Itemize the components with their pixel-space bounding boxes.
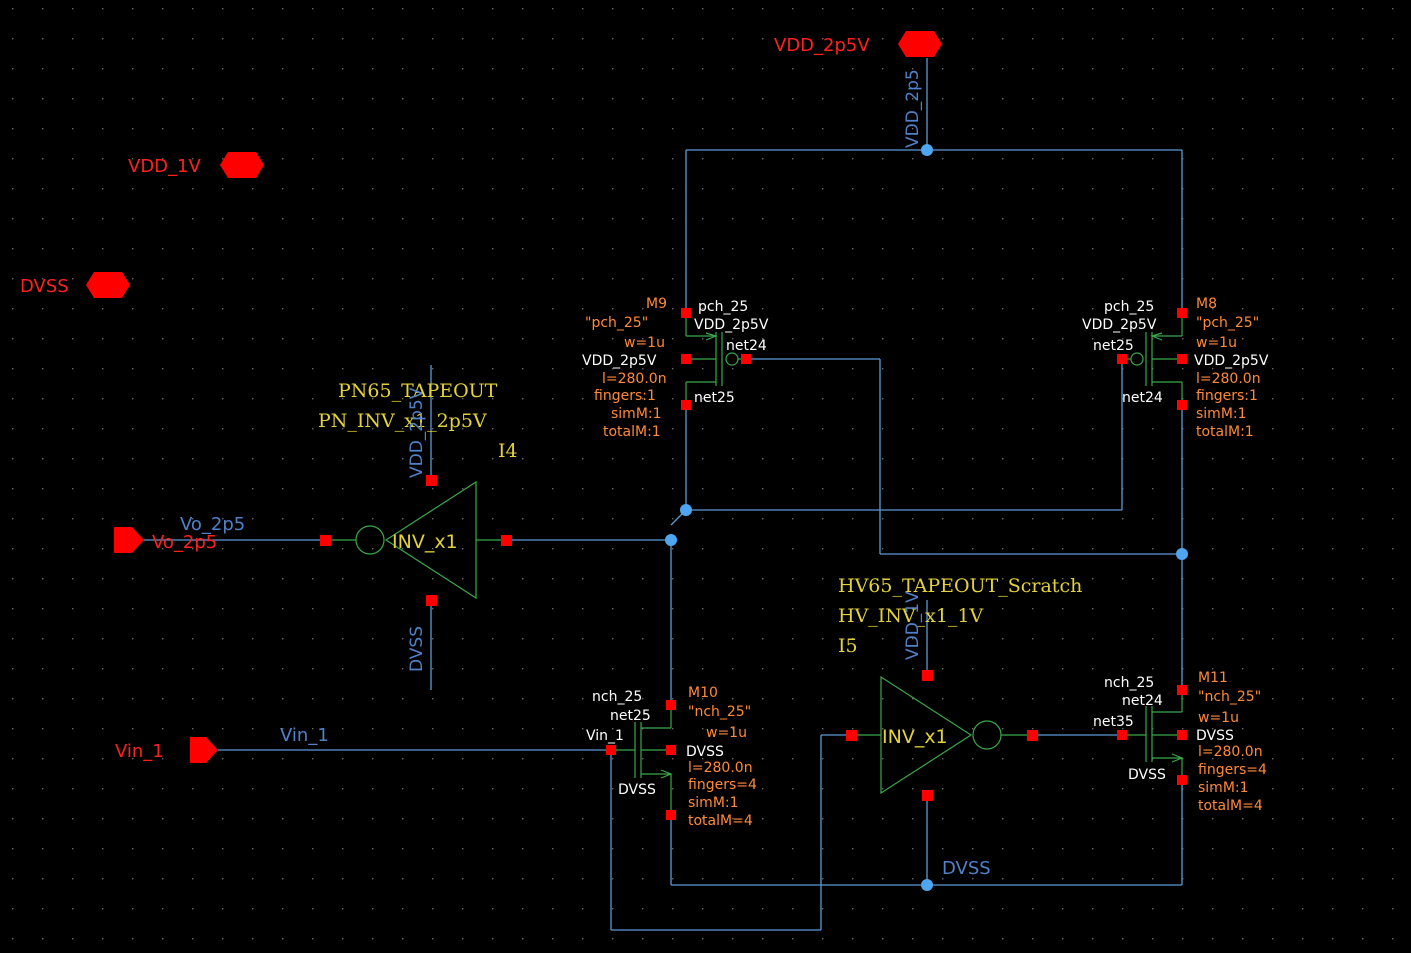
i4-instance: I4 (498, 440, 518, 462)
inverter-I4-labels: PN65_TAPEOUT PN_INV_x1_2p5V I4 INV_x1 VD… (318, 380, 518, 672)
i4-symbol-label: INV_x1 (392, 531, 458, 553)
pin-label-vdd-1v: VDD_1V (128, 156, 201, 177)
pin-vdd-1v[interactable]: VDD_1V (128, 152, 264, 178)
m10-model: "nch_25" (688, 704, 751, 720)
wire-label-vo-2p5: Vo_2p5 (180, 514, 245, 535)
transistor-M11-labels: M11 "nch_25" w=1u l=280.0n fingers=4 sim… (1093, 670, 1267, 814)
m9-l: l=280.0n (602, 371, 667, 387)
m8-model: "pch_25" (1196, 315, 1259, 331)
m10-gate-net: Vin_1 (586, 728, 624, 744)
m8-drain-net: net24 (1122, 390, 1163, 406)
junction-dots (665, 144, 1188, 891)
pin-squares (320, 308, 1187, 820)
m10-l: l=280.0n (688, 760, 753, 776)
m11-l: l=280.0n (1198, 744, 1263, 760)
m9-source: VDD_2p5V (582, 353, 657, 369)
wire-label-vin-1: Vin_1 (280, 725, 329, 746)
m10-source: DVSS (686, 744, 724, 760)
i4-library: PN65_TAPEOUT (338, 380, 498, 402)
m8-source: VDD_2p5V (1194, 353, 1269, 369)
pin-label-vin-1: Vin_1 (115, 741, 164, 762)
m9-simm: simM:1 (611, 406, 662, 422)
pin-dvss[interactable]: DVSS (20, 272, 130, 298)
inverter-I5-symbol[interactable] (851, 675, 1032, 795)
m8-name: M8 (1196, 296, 1217, 312)
m9-fingers: fingers:1 (594, 388, 656, 404)
m11-name: M11 (1198, 670, 1228, 686)
m9-totalm: totalM:1 (603, 424, 661, 440)
m11-bulk: DVSS (1128, 767, 1166, 783)
background-grid (12, 8, 1394, 940)
m8-type: pch_25 (1104, 299, 1154, 315)
i5-instance: I5 (838, 635, 858, 657)
m11-totalm: totalM=4 (1198, 798, 1263, 814)
m8-w: w=1u (1196, 335, 1237, 351)
transistor-M9-labels: M9 "pch_25" w=1u l=280.0n fingers:1 simM… (582, 296, 769, 440)
m8-totalm: totalM:1 (1196, 424, 1254, 440)
m11-drain-net: net24 (1122, 693, 1163, 709)
pin-label-vo-2p5: Vo_2p5 (152, 532, 217, 553)
i5-supply-label: VDD_1V (903, 591, 923, 660)
m8-simm: simM:1 (1196, 406, 1247, 422)
m11-gate-net: net35 (1093, 714, 1134, 730)
m10-totalm: totalM=4 (688, 813, 753, 829)
i5-symbol-label: INV_x1 (882, 726, 948, 748)
inverter-I5-labels: HV65_TAPEOUT_Scratch HV_INV_x1_1V I5 INV… (838, 575, 1082, 748)
m9-w: w=1u (624, 335, 665, 351)
i4-cell: PN_INV_x1_2p5V (318, 410, 487, 432)
m9-model: "pch_25" (585, 315, 648, 331)
i5-cell: HV_INV_x1_1V (838, 605, 984, 627)
transistor-M11-symbol[interactable] (1122, 690, 1184, 780)
m11-fingers: fingers=4 (1198, 762, 1267, 778)
m8-l: l=280.0n (1196, 371, 1261, 387)
wire-label-vdd-2p5: VDD_2p5 (903, 69, 923, 148)
m8-bulk: VDD_2p5V (1082, 317, 1157, 333)
pin-vo-2p5[interactable]: Vo_2p5 (114, 527, 217, 553)
m10-simm: simM:1 (688, 795, 739, 811)
m10-type: nch_25 (592, 689, 642, 705)
wire-label-dvss: DVSS (942, 858, 991, 879)
m11-w: w=1u (1198, 710, 1239, 726)
m9-gate-net: net24 (726, 338, 767, 354)
m8-fingers: fingers:1 (1196, 388, 1258, 404)
transistor-M8-labels: M8 "pch_25" w=1u l=280.0n fingers:1 simM… (1082, 296, 1269, 440)
i4-ground-label: DVSS (407, 626, 427, 672)
m11-simm: simM:1 (1198, 780, 1249, 796)
m11-model: "nch_25" (1198, 689, 1261, 705)
m9-name: M9 (646, 296, 667, 312)
pin-label-vdd-2p5v: VDD_2p5V (774, 35, 870, 56)
wires (140, 58, 1183, 931)
i5-library: HV65_TAPEOUT_Scratch (838, 575, 1082, 597)
m10-w: w=1u (706, 725, 747, 741)
m10-fingers: fingers=4 (688, 777, 757, 793)
m10-name: M10 (688, 685, 718, 701)
m10-drain-net: net25 (610, 708, 651, 724)
transistor-M10-labels: M10 "nch_25" w=1u l=280.0n fingers=4 sim… (586, 685, 757, 829)
i4-supply-label: VDD_2p5V (407, 387, 427, 478)
m9-bulk: VDD_2p5V (694, 317, 769, 333)
m9-drain-net: net25 (694, 390, 735, 406)
m9-type: pch_25 (698, 299, 748, 315)
m8-gate-net: net25 (1093, 338, 1134, 354)
pin-label-dvss: DVSS (20, 276, 69, 297)
pin-vin-1[interactable]: Vin_1 (115, 737, 218, 763)
m11-source: DVSS (1196, 728, 1234, 744)
m11-type: nch_25 (1104, 675, 1154, 691)
m10-bulk: DVSS (618, 782, 656, 798)
pin-vdd-2p5v[interactable]: VDD_2p5V (774, 31, 942, 57)
